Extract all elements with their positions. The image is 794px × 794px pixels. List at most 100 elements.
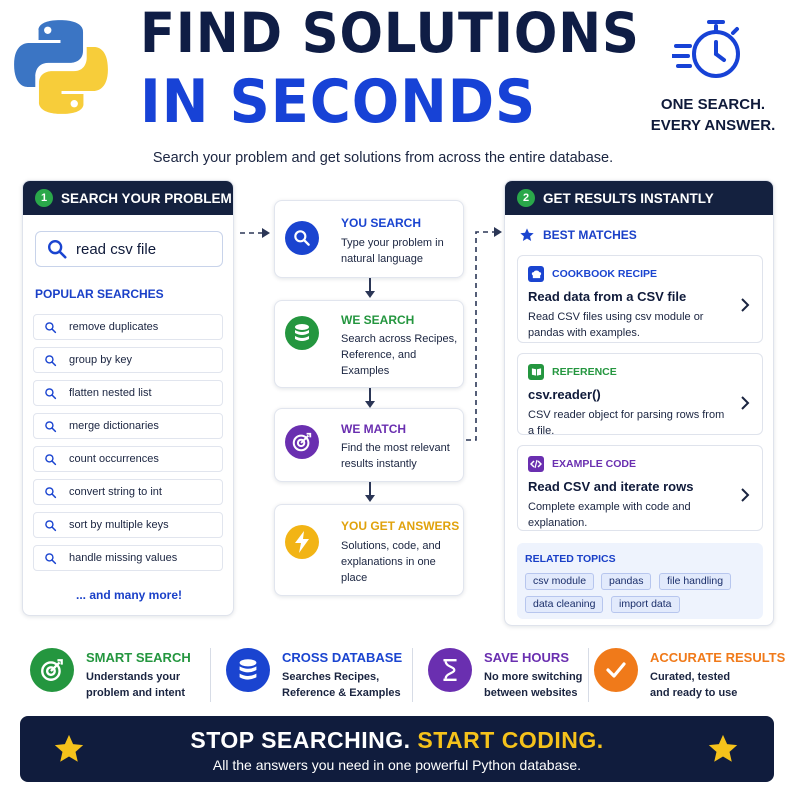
feature-title: CROSS DATABASE xyxy=(282,650,403,665)
result-title: csv.reader() xyxy=(528,387,601,402)
chef-hat-icon xyxy=(528,266,544,282)
result-title: Read data from a CSV file xyxy=(528,289,687,304)
star-icon xyxy=(708,734,738,762)
feature-description: Searches Recipes, Reference & Examples xyxy=(282,671,401,699)
popular-search-label: flatten nested list xyxy=(69,387,152,399)
results-panel-heading: GET RESULTS INSTANTLY xyxy=(543,190,714,206)
divider xyxy=(588,648,589,702)
topic-chip[interactable]: csv module xyxy=(525,573,595,590)
step-card-you-get-answers: YOU GET ANSWERS Solutions, code, and exp… xyxy=(274,504,464,596)
page-subtitle: Search your problem and get solutions fr… xyxy=(152,150,614,166)
feature-title: ACCURATE RESULTS xyxy=(650,650,786,665)
result-card[interactable]: COOKBOOK RECIPE Read data from a CSV fil… xyxy=(517,255,763,343)
popular-search-item[interactable]: convert string to int xyxy=(33,479,223,505)
chevron-right-icon xyxy=(741,488,750,502)
feature-title: SAVE HOURS xyxy=(484,650,569,665)
database-icon xyxy=(285,316,319,350)
result-description: Complete example with code and explanati… xyxy=(528,501,691,529)
results-panel-header: 2 GET RESULTS INSTANTLY xyxy=(505,181,773,215)
popular-search-item[interactable]: flatten nested list xyxy=(33,380,223,406)
banner-subtitle: All the answers you need in one powerful… xyxy=(212,757,582,773)
popular-search-item[interactable]: sort by multiple keys xyxy=(33,512,223,538)
arrow-down-icon xyxy=(365,482,375,502)
checkmark-icon xyxy=(594,648,638,692)
target-icon xyxy=(30,648,74,692)
python-logo xyxy=(14,20,108,114)
feature-title: SMART SEARCH xyxy=(86,650,191,665)
arrow-down-icon xyxy=(365,278,375,298)
step-title: YOU SEARCH xyxy=(341,216,422,230)
page-title-line2: IN SECONDS xyxy=(140,67,537,137)
popular-search-item[interactable]: handle missing values xyxy=(33,545,223,571)
book-icon xyxy=(528,364,544,380)
results-panel: 2 GET RESULTS INSTANTLY BEST MATCHES COO… xyxy=(504,180,774,626)
popular-search-item[interactable]: merge dictionaries xyxy=(33,413,223,439)
related-topics: RELATED TOPICS csv module pandas file ha… xyxy=(517,543,763,619)
divider xyxy=(210,648,211,702)
result-title: Read CSV and iterate rows xyxy=(528,479,694,494)
search-panel: 1 SEARCH YOUR PROBLEM read csv file POPU… xyxy=(22,180,234,616)
best-matches-label: BEST MATCHES xyxy=(543,228,637,242)
popular-search-label: convert string to int xyxy=(69,486,162,498)
topic-chip[interactable]: file handling xyxy=(659,573,732,590)
feature-save-hours: SAVE HOURS No more switching between web… xyxy=(428,644,588,704)
step-title: YOU GET ANSWERS xyxy=(341,519,460,533)
popular-search-label: merge dictionaries xyxy=(69,420,159,432)
step-description: Type your problem in natural language xyxy=(341,237,444,265)
search-icon xyxy=(48,240,67,259)
step-card-you-search: YOU SEARCH Type your problem in natural … xyxy=(274,200,464,278)
search-icon xyxy=(45,552,57,564)
search-icon xyxy=(285,221,319,255)
related-topics-title: RELATED TOPICS xyxy=(525,553,616,565)
stopwatch-icon xyxy=(672,20,740,78)
more-searches-link[interactable]: ... and many more! xyxy=(75,588,183,602)
hourglass-icon xyxy=(428,648,472,692)
step-number-badge: 2 xyxy=(517,189,535,207)
result-type: EXAMPLE CODE xyxy=(552,458,637,470)
step-description: Solutions, code, and explanations in one… xyxy=(341,540,441,584)
search-icon xyxy=(45,387,57,399)
feature-description: No more switching between websites xyxy=(484,671,583,699)
step-description: Search across Recipes, Reference, and Ex… xyxy=(341,333,458,377)
result-type: REFERENCE xyxy=(552,366,617,378)
topic-chip[interactable]: data cleaning xyxy=(525,596,604,613)
step-card-we-search: WE SEARCH Search across Recipes, Referen… xyxy=(274,300,464,388)
banner-title-white: STOP SEARCHING. xyxy=(190,727,411,753)
step-description: Find the most relevant results instantly xyxy=(341,442,450,470)
result-card[interactable]: EXAMPLE CODE Read CSV and iterate rows C… xyxy=(517,445,763,531)
page-title-line1: FIND SOLUTIONS xyxy=(140,1,640,65)
result-description: Read CSV files using csv module or panda… xyxy=(528,311,704,339)
popular-search-label: count occurrences xyxy=(69,453,159,465)
popular-search-item[interactable]: count occurrences xyxy=(33,446,223,472)
popular-search-label: sort by multiple keys xyxy=(69,519,169,531)
popular-search-item[interactable]: remove duplicates xyxy=(33,314,223,340)
step-title: WE SEARCH xyxy=(341,313,415,327)
popular-search-label: handle missing values xyxy=(69,552,178,564)
search-icon xyxy=(45,321,57,333)
search-icon xyxy=(45,486,57,498)
tagline: ONE SEARCH. EVERY ANSWER. xyxy=(640,94,786,136)
code-icon xyxy=(528,456,544,472)
step-title: WE MATCH xyxy=(341,422,407,436)
step-card-we-match: WE MATCH Find the most relevant results … xyxy=(274,408,464,482)
target-icon xyxy=(285,425,319,459)
chevron-right-icon xyxy=(741,298,750,312)
search-query-text: read csv file xyxy=(76,240,157,258)
topic-chip[interactable]: pandas xyxy=(601,573,652,590)
bottom-banner: STOP SEARCHING. START CODING. All the an… xyxy=(20,716,774,782)
popular-search-item[interactable]: group by key xyxy=(33,347,223,373)
search-input[interactable]: read csv file xyxy=(35,231,223,267)
search-icon xyxy=(45,354,57,366)
popular-searches-title: POPULAR SEARCHES xyxy=(35,287,164,301)
step-number-badge: 1 xyxy=(35,189,53,207)
divider xyxy=(412,648,413,702)
arrow-down-icon xyxy=(365,388,375,408)
banner-title: STOP SEARCHING. START CODING. xyxy=(20,727,774,754)
chevron-right-icon xyxy=(741,396,750,410)
result-type: COOKBOOK RECIPE xyxy=(552,268,658,280)
search-icon xyxy=(45,453,57,465)
star-icon xyxy=(54,734,84,762)
result-card[interactable]: REFERENCE csv.reader() CSV reader object… xyxy=(517,353,763,437)
popular-search-label: group by key xyxy=(69,354,132,366)
topic-chip[interactable]: import data xyxy=(611,596,680,613)
